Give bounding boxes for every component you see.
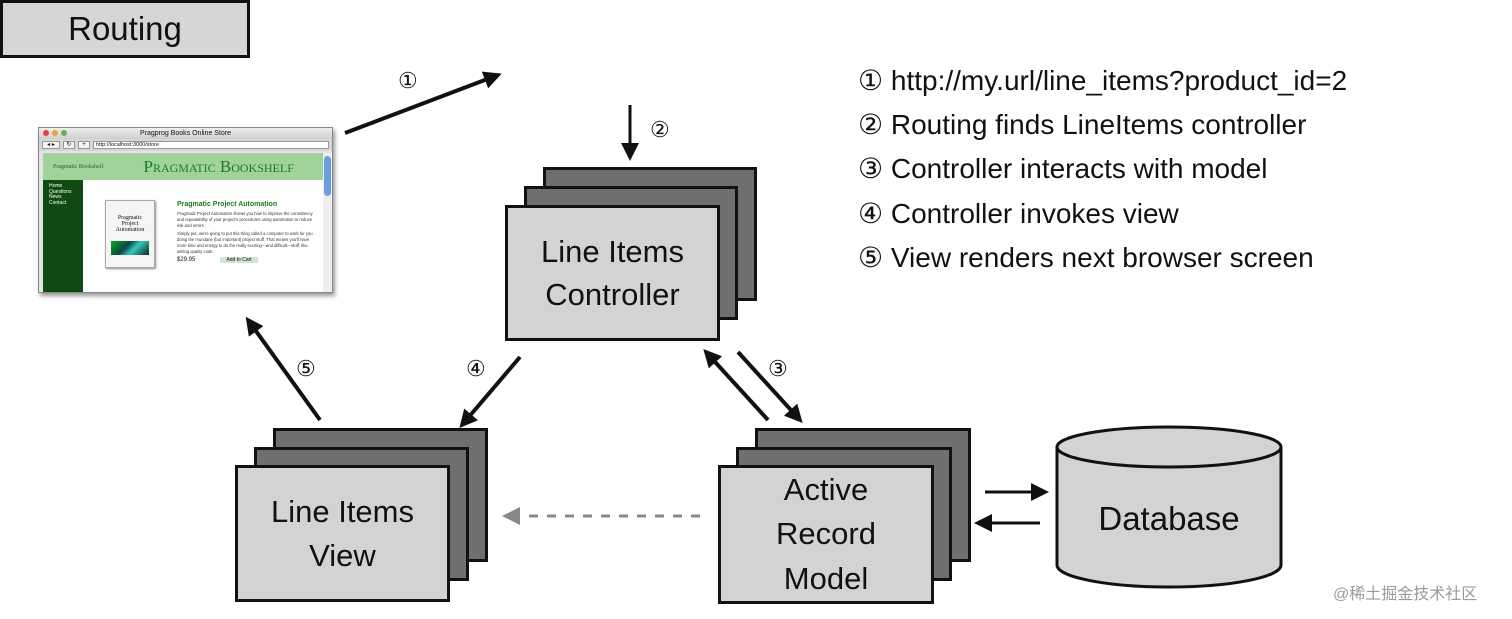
back-forward-icon: ◂ ▸ bbox=[42, 141, 60, 149]
arrow-controller-to-model bbox=[736, 350, 803, 423]
cover-line1: Pragmatic bbox=[117, 215, 143, 221]
nav-home: Home bbox=[49, 183, 63, 189]
site-logo: Pragmatic Bookshelf bbox=[53, 163, 104, 170]
step-marker-3: ③ bbox=[768, 356, 788, 381]
browser-toolbar: ◂ ▸ ↻ + http://localhost:3000/store bbox=[39, 139, 332, 151]
site-nav: Home Questions News Contact bbox=[43, 180, 83, 292]
url-field: http://localhost:3000/store bbox=[93, 141, 329, 149]
database-label: Database bbox=[1098, 500, 1240, 537]
browser-page: Pragmatic Bookshelf Pragmatic Bookshelf … bbox=[43, 153, 323, 292]
product-desc-1: Pragmatic Project Automation shows you h… bbox=[177, 211, 313, 228]
routing-box: Routing bbox=[0, 0, 250, 58]
window-controls bbox=[43, 130, 67, 136]
reload-icon: ↻ bbox=[63, 141, 75, 149]
legend-item-1: ① http://my.url/line_items?product_id=2 bbox=[858, 65, 1348, 96]
step-marker-4: ④ bbox=[466, 356, 486, 381]
site-name: Pragmatic Bookshelf bbox=[143, 156, 294, 176]
product-price: $29.95 bbox=[177, 256, 196, 263]
controller-label-line1: Line Items bbox=[540, 233, 684, 269]
browser-screenshot: Pragprog Books Online Store ◂ ▸ ↻ + http… bbox=[38, 127, 333, 293]
product-content: Pragmatic Project Automation Pragmatic P… bbox=[177, 201, 317, 263]
legend-item-2: ② Routing finds LineItems controller bbox=[858, 109, 1307, 140]
nav-news: News bbox=[49, 194, 62, 200]
view-label-line1: Line Items bbox=[270, 494, 414, 530]
legend-item-3: ③ Controller interacts with model bbox=[858, 153, 1268, 184]
product-title: Pragmatic Project Automation bbox=[177, 201, 278, 208]
model-label-line2: Record bbox=[776, 516, 876, 552]
browser-scrollbar bbox=[323, 153, 332, 292]
cover-line2: Project bbox=[121, 221, 139, 227]
book-cover: Pragmatic Project Automation bbox=[105, 200, 155, 268]
legend-item-4: ④ Controller invokes view bbox=[858, 198, 1179, 229]
watermark: @稀土掘金技术社区 bbox=[1333, 586, 1478, 603]
product-desc-2: Simply put, we're going to put this thin… bbox=[177, 231, 313, 254]
browser-title: Pragprog Books Online Store bbox=[39, 128, 332, 139]
add-to-cart-button: Add to Cart bbox=[220, 256, 258, 263]
site-banner: Pragmatic Bookshelf Pragmatic Bookshelf bbox=[43, 153, 323, 180]
routing-label: Routing bbox=[68, 10, 182, 47]
view-label-line2: View bbox=[309, 537, 376, 573]
step-marker-5: ⑤ bbox=[296, 356, 316, 381]
nav-contact: Contact bbox=[49, 199, 67, 206]
arrow-model-to-controller bbox=[703, 349, 770, 422]
cover-image bbox=[111, 241, 149, 255]
model-label-line1: Active bbox=[783, 472, 869, 508]
arrow-browser-to-routing bbox=[344, 71, 502, 135]
controller-label-line2: Controller bbox=[545, 277, 680, 312]
cover-line3: Automation bbox=[115, 227, 145, 233]
model-label-line3: Model bbox=[783, 560, 869, 596]
step-marker-1: ① bbox=[398, 68, 418, 93]
arrow-view-to-browser bbox=[245, 316, 322, 422]
step-marker-2: ② bbox=[650, 117, 670, 142]
legend-item-5: ⑤ View renders next browser screen bbox=[858, 242, 1314, 273]
add-icon: + bbox=[78, 141, 90, 149]
nav-questions: Questions bbox=[49, 188, 72, 195]
database-cylinder-icon bbox=[1055, 425, 1283, 589]
arrow-controller-to-view bbox=[459, 355, 522, 429]
